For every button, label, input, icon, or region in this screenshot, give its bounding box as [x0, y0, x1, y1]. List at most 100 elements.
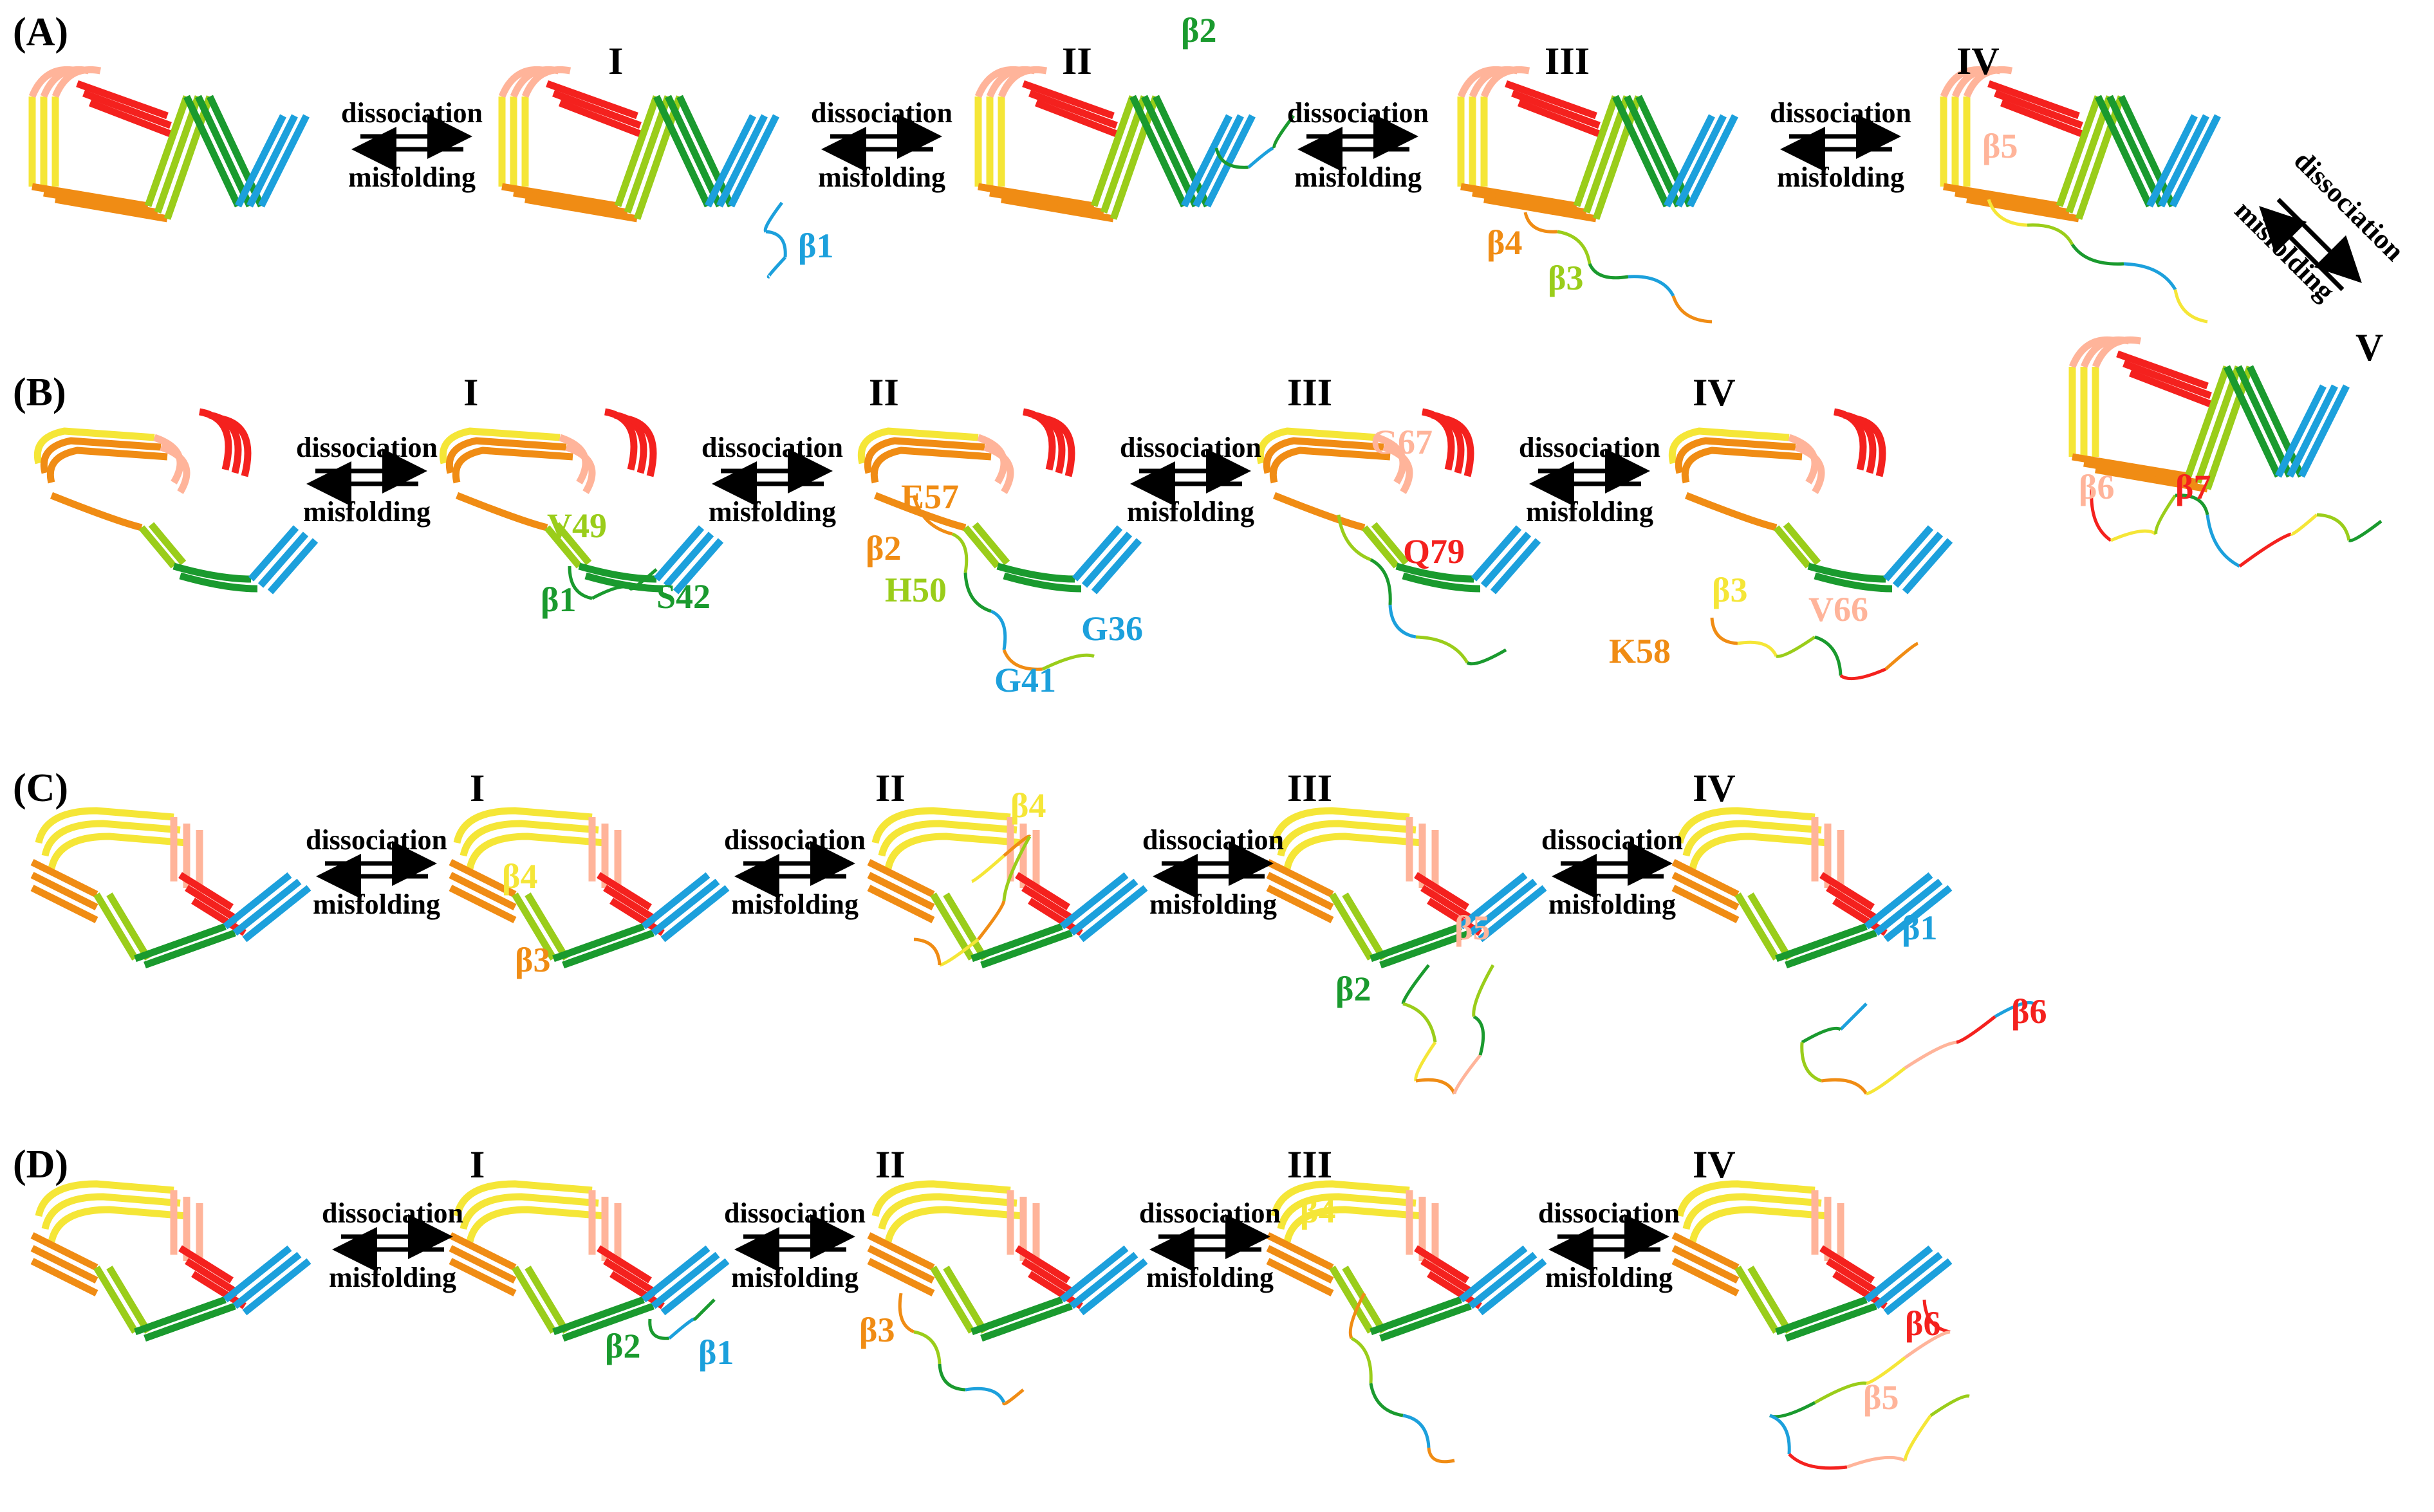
unfolded-strand: [1814, 1381, 1867, 1405]
unfolded-strand: [977, 900, 1006, 941]
unfolded-strand: [1466, 648, 1507, 666]
unfolded-strand: [1588, 263, 1629, 280]
dissociation-label: dissociation: [322, 1197, 463, 1229]
residue-label: E57: [901, 477, 959, 516]
residue-label: V49: [547, 506, 607, 545]
unfolded-strand: [2206, 514, 2241, 568]
unfolded-strand: [1214, 147, 1249, 169]
stage-label: IV: [1693, 371, 1736, 414]
unfolded-strand: [2110, 529, 2157, 542]
stage-label: IV: [1693, 1143, 1736, 1186]
equilibrium-arrow: [821, 114, 942, 172]
unfolded-strand: [1523, 212, 1558, 234]
unfolded-strand: [2173, 289, 2208, 324]
unfolded-strand: [2027, 223, 2074, 246]
unfolded-strand: [1247, 146, 1276, 169]
unfolded-strand: [971, 854, 1005, 883]
unfolded-strand: [2316, 513, 2351, 541]
unfolded-strand: [1427, 1447, 1455, 1464]
misfolding-label: misfolding: [1127, 496, 1254, 528]
residue-label: G41: [994, 661, 1056, 699]
misfolding-label: misfolding: [1294, 161, 1422, 193]
equilibrium-arrow: [1780, 114, 1901, 172]
misfolding-label: misfolding: [1146, 1262, 1274, 1293]
unfolded-strand: [1402, 1002, 1437, 1043]
misfolding-label: misfolding: [313, 889, 440, 920]
fibril-structure: [443, 412, 721, 592]
unfolded-strand: [1472, 1015, 1485, 1056]
fibril-structure: [32, 1184, 309, 1338]
dissociation-label: dissociation: [1519, 432, 1660, 463]
unfolded-strand: [1929, 1394, 1970, 1417]
unfolded-strand: [990, 609, 1007, 650]
equilibrium-arrow: [1552, 841, 1673, 899]
unfolded-strand: [1272, 115, 1295, 149]
beta-annotation: β2: [1335, 970, 1371, 1008]
equilibrium-arrow: [306, 448, 427, 506]
panel-label-c: (C): [13, 766, 68, 810]
stage-label: II: [1062, 40, 1092, 82]
unfolded-strand: [1903, 1414, 1933, 1461]
unfolded-strand: [1904, 1040, 1957, 1070]
equilibrium-arrow: [734, 841, 855, 899]
equilibrium-arrow: [1297, 114, 1418, 172]
equilibrium-arrow: [1149, 1214, 1270, 1272]
unfolded-strand: [1922, 1299, 1951, 1334]
dissociation-label: dissociation: [306, 824, 447, 856]
dissociation-label: dissociation: [811, 97, 952, 129]
fibril-structure: [978, 69, 1252, 219]
unfolded-strand: [1776, 635, 1816, 658]
residue-label: Q79: [1403, 532, 1465, 571]
unfolded-strand: [1801, 1026, 1842, 1044]
unfolded-strand: [2348, 520, 2383, 542]
stage-label: I: [470, 1143, 485, 1186]
residue-label: V66: [1808, 590, 1868, 629]
unfolded-strand: [2123, 262, 2177, 291]
fibril-structure: [502, 69, 776, 219]
equilibrium-arrow: [1153, 841, 1274, 899]
dissociation-label: dissociation: [1287, 97, 1429, 129]
beta-annotation: β2: [866, 529, 901, 567]
stage-label: III: [1287, 1143, 1332, 1186]
equilibrium-arrow: [1529, 448, 1650, 506]
unfolded-strand: [1402, 1414, 1431, 1448]
panel-label-d: (D): [13, 1143, 68, 1186]
dissociation-label: dissociation: [1770, 97, 1911, 129]
beta-annotation: β7: [2175, 468, 2211, 506]
unfolded-strand: [668, 1317, 697, 1340]
unfolded-strand: [1370, 558, 1392, 605]
misfolding-label: misfolding: [1526, 496, 1653, 528]
residue-label: H50: [885, 571, 947, 609]
dissociation-label: dissociation: [701, 432, 843, 463]
unfolded-strand: [2090, 488, 2112, 542]
beta-annotation: β2: [605, 1327, 640, 1365]
equilibrium-arrow: [2259, 198, 2362, 291]
beta-annotation: β6: [2079, 468, 2114, 506]
fibril-structure: [451, 811, 727, 965]
unfolded-strand: [1839, 667, 1886, 681]
unfolded-strand: [648, 1318, 670, 1340]
dissociation-label: dissociation: [724, 1197, 866, 1229]
stage-label: V: [2355, 326, 2383, 369]
unfolded-strand: [1904, 1330, 1951, 1360]
residue-label: K58: [1609, 632, 1671, 670]
unfolded-strand: [1846, 1455, 1906, 1469]
unfolded-strand: [2154, 494, 2177, 535]
panel-label-b: (B): [13, 371, 66, 414]
unfolded-strand: [1041, 653, 1095, 671]
misfolding-label: misfolding: [2229, 194, 2341, 307]
unfolded-strand: [1350, 1336, 1373, 1384]
beta-annotation: β2: [1181, 11, 1216, 50]
stage-label: III: [1545, 40, 1590, 82]
unfolded-strand: [1884, 641, 1919, 670]
unfolded-strand: [1002, 649, 1043, 671]
stage-label: I: [470, 767, 485, 809]
fibril-structure: [1461, 69, 1735, 219]
unfolded-strand: [1337, 514, 1371, 562]
fibril-structure: [32, 69, 306, 219]
dissociation-label: dissociation: [2288, 145, 2410, 267]
stage-label: I: [608, 40, 623, 82]
equilibrium-arrow: [734, 1214, 855, 1272]
equilibrium-arrow: [712, 448, 833, 506]
beta-annotation: β5: [1454, 908, 1490, 947]
